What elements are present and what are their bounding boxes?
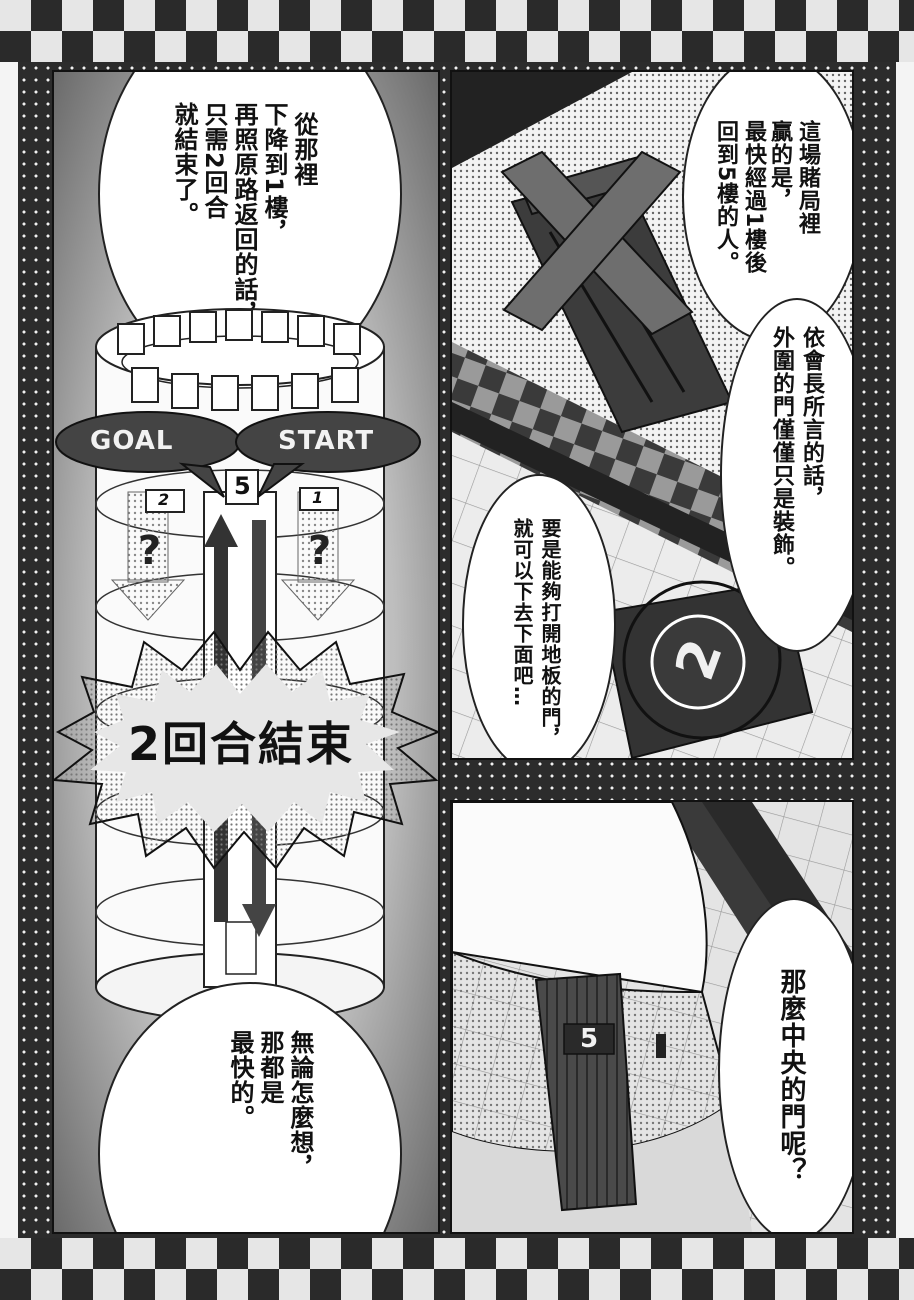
bubble-d-line-1: 那麼中央的門呢？	[776, 968, 806, 1184]
bubble-a-line-1: 這場賭局裡	[795, 120, 820, 235]
building-diagram	[54, 308, 438, 1022]
bubble-bottom-line-3: 最快的。	[226, 1030, 254, 1130]
goal-label: GOAL	[90, 426, 174, 456]
bubble-top-line-2: 下降到1樓，	[260, 102, 288, 245]
bubble-c-line-1: 要是能夠打開地板的門，	[538, 518, 562, 749]
bubble-c-line-2: 就可以下去下面吧…	[510, 518, 534, 707]
bubble-a-line-4: 回到5樓的人。	[713, 120, 738, 275]
checkered-border-top	[0, 0, 914, 62]
central-door-number: 5	[580, 1024, 599, 1054]
burst-text: 2回合結束	[128, 717, 355, 771]
speech-bubble-c	[462, 474, 616, 758]
speech-bubble-b	[720, 298, 852, 652]
question-left-label: ?	[138, 528, 162, 574]
bubble-a-line-2: 贏的是，	[767, 120, 792, 212]
floor-5-label: 5	[234, 472, 251, 500]
top-right-panel: 2 這場賭局裡 贏的是， 最快經過1樓後 回到5樓的人。 依會長所言的話， 外圍…	[450, 70, 854, 760]
bubble-top-line-4: 只需2回合	[200, 102, 228, 220]
left-panel: 從那裡 下降到1樓， 再照原路返回的話， 只需2回合 就結束了。	[52, 70, 440, 1234]
bubble-b-line-1: 依會長所言的話，	[799, 326, 824, 510]
question-right-label: ?	[308, 528, 332, 574]
speech-bubble-a	[682, 72, 852, 342]
bubble-top-line-3: 再照原路返回的話，	[230, 102, 258, 327]
speech-bubble-d	[718, 898, 852, 1232]
start-label: START	[278, 426, 375, 456]
bubble-top-line-1: 從那裡	[290, 112, 318, 187]
bubble-b-line-2: 外圍的門僅僅只是裝飾。	[769, 326, 794, 579]
bubble-bottom-line-1: 無論怎麼想，	[286, 1030, 314, 1180]
bubble-a-line-3: 最快經過1樓後	[741, 120, 766, 275]
bottom-right-panel: 5 那麼中央的門呢？	[450, 800, 854, 1234]
bubble-top-line-5: 就結束了。	[170, 102, 198, 227]
bubble-bottom-line-2: 那都是	[256, 1030, 284, 1105]
door-1-label: 1	[312, 488, 324, 507]
door-2-label: 2	[158, 490, 170, 509]
checkered-border-bottom	[0, 1238, 914, 1300]
